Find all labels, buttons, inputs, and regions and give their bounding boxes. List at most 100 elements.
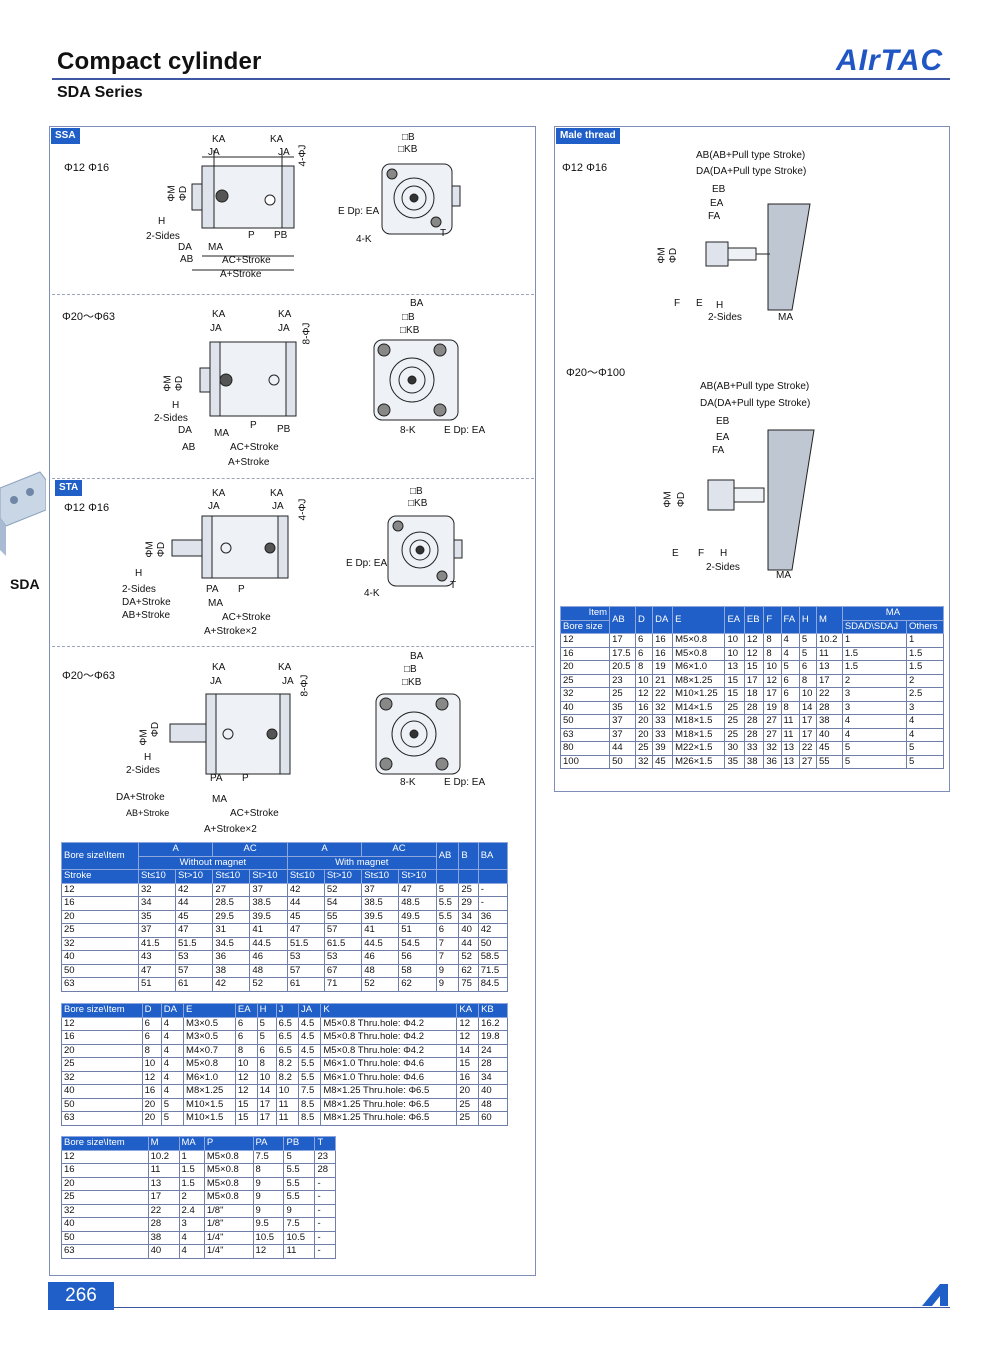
table-cell: 48: [249, 963, 288, 978]
table-cell: 44.5: [249, 936, 288, 951]
table-cell: 40: [147, 1244, 180, 1259]
table-cell: 6: [634, 633, 654, 648]
table-cell: 43: [138, 950, 176, 965]
dim-8-k: 8-K: [400, 425, 416, 436]
table-cell: 27: [763, 714, 782, 729]
table-cell: 60: [478, 1111, 508, 1126]
table-cell: 52: [361, 977, 400, 992]
table-cell: 25: [458, 882, 479, 897]
table-cell: 5: [841, 754, 908, 769]
table-cell: 6: [780, 673, 800, 688]
table-cell: 28: [314, 1163, 336, 1178]
table-cell: 52: [458, 950, 479, 965]
ssa-small-side-drawing: [191, 150, 295, 271]
table-cell: M5×0.8 Thru.hole: Φ4.2: [320, 1030, 458, 1045]
table-cell: 41: [361, 923, 400, 938]
table-cell: 20: [141, 1097, 162, 1112]
table-cell: 10: [141, 1057, 162, 1072]
table-cell: 14: [798, 700, 817, 715]
table-cell: 25: [609, 687, 636, 702]
table-cell: 5: [256, 1030, 277, 1045]
sta-small-bore-label: Φ12 Φ16: [64, 502, 110, 514]
sidebar-series-label: SDA: [10, 576, 40, 592]
table-header: K: [320, 1003, 458, 1018]
table-cell: 3: [841, 700, 908, 715]
table-cell: 5: [798, 633, 817, 648]
table-cell: 6: [798, 660, 817, 675]
table-cell: 47: [138, 963, 176, 978]
table-cell: 10: [798, 687, 817, 702]
dim-e-dp-ea: E Dp: EA: [338, 206, 380, 217]
table-cell: 12: [456, 1030, 480, 1045]
table-cell: 44.5: [361, 936, 400, 951]
table-cell: 24: [478, 1043, 508, 1058]
table-cell: 50: [61, 1230, 149, 1245]
table-cell: 51.5: [286, 936, 325, 951]
table-header: T: [314, 1136, 336, 1151]
table-header: E: [183, 1003, 236, 1018]
table-cell: 1: [906, 633, 944, 648]
table-cell: -: [477, 882, 509, 897]
table-cell: 6: [141, 1030, 162, 1045]
male-small-bore-label: Φ12 Φ16: [562, 162, 608, 174]
table-cell: 17: [815, 673, 843, 688]
table-cell: 57: [323, 923, 363, 938]
sta-large-bore-label: Φ20～Φ63: [62, 670, 116, 682]
dim-e-dp-ea: E Dp: EA: [444, 425, 486, 436]
table-cell: M18×1.5: [672, 714, 726, 729]
table-cell: 5: [283, 1149, 316, 1164]
dim-8-phi-j: 8-ΦJ: [301, 322, 313, 345]
table-cell: 44: [286, 896, 325, 911]
dim-a-stroke: A+Stroke: [228, 457, 270, 468]
table-cell: 63: [559, 727, 611, 742]
table-cell: 40: [61, 1217, 149, 1232]
table-cell: 38: [815, 714, 843, 729]
table-cell: 17.5: [609, 646, 636, 661]
table-cell: 17: [256, 1111, 277, 1126]
dim-4-k: 4-K: [356, 234, 372, 245]
table-cell: 61.5: [323, 936, 363, 951]
table-cell: 4: [841, 727, 908, 742]
table-cell: 5.5: [298, 1070, 322, 1085]
table-cell: 17: [798, 727, 817, 742]
table-cell: 5: [798, 646, 817, 661]
table-cell: 52: [323, 882, 363, 897]
table-cell: 34: [138, 896, 176, 911]
dim-phi-m: ΦM: [656, 247, 668, 264]
ssa-large-bore-label: Φ20～Φ63: [62, 311, 116, 323]
dim-da: DA: [178, 242, 192, 253]
table-cell: 20: [559, 660, 611, 675]
table-cell: 32: [61, 1070, 143, 1085]
dim-e-dp-ea: E Dp: EA: [444, 777, 486, 788]
table-cell: 32: [634, 754, 654, 769]
dim-4-phi-j: 4-ΦJ: [297, 144, 309, 167]
table-cell: 12: [141, 1070, 162, 1085]
table-cell: 8: [780, 700, 800, 715]
table-cell: 35: [609, 700, 636, 715]
table-cell: 7: [435, 950, 460, 965]
dim-phi-m: ΦM: [144, 541, 156, 558]
table-cell: 55: [323, 909, 363, 924]
table-cell: 32: [138, 882, 176, 897]
section-divider: [52, 478, 534, 479]
dim-square-kb: □KB: [400, 325, 420, 336]
dim-ea: EA: [716, 432, 730, 443]
dim-a-stroke-2: A+Stroke×2: [204, 824, 257, 835]
dim-phi-m: ΦM: [138, 729, 150, 746]
table-cell: 15: [234, 1111, 258, 1126]
table-cell: 4.5: [298, 1043, 322, 1058]
table-cell: 39: [652, 741, 674, 756]
table-header: M: [815, 606, 843, 634]
table-cell: 5.5: [283, 1163, 316, 1178]
table-cell: 12: [743, 646, 765, 661]
table-cell: 19: [652, 660, 674, 675]
